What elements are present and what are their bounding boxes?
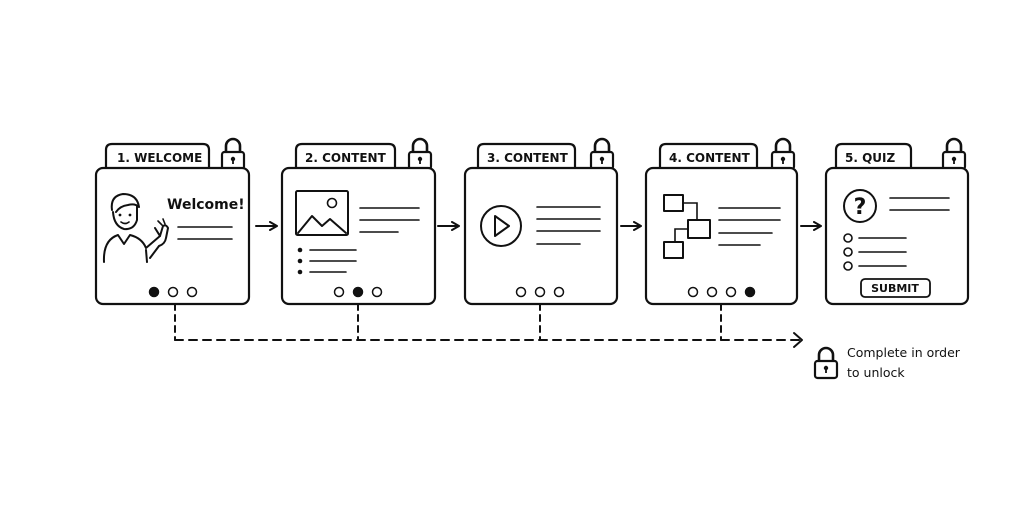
step-2-pagination <box>333 286 383 298</box>
note-line-1: Complete in order <box>847 345 961 360</box>
step-3-card[interactable]: 3. CONTENT <box>463 137 619 306</box>
page-dot <box>167 286 179 298</box>
lock-icon <box>589 137 615 171</box>
lock-icon <box>813 346 839 380</box>
step-3-tab <box>476 142 577 168</box>
step-5-label: 5. QUIZ <box>845 151 895 165</box>
unlock-note: Complete in order to unlock <box>813 345 961 380</box>
step-5-panel <box>824 166 970 306</box>
step-2-label: 2. CONTENT <box>305 151 387 165</box>
progress-arrowhead <box>793 332 803 348</box>
page-dot <box>515 286 527 298</box>
lock-icon <box>220 137 246 171</box>
step-5-card[interactable]: 5. QUIZ ? SUBMIT <box>824 137 970 306</box>
radio-option[interactable] <box>843 247 853 257</box>
play-button-icon <box>480 205 522 247</box>
lock-icon <box>770 137 796 171</box>
step-2-panel <box>280 166 437 306</box>
page-dot <box>553 286 565 298</box>
step-1-card[interactable]: 1. WELCOME Welcome! <box>94 137 251 306</box>
quiz-options <box>843 233 907 271</box>
step-1-pagination <box>148 286 198 298</box>
radio-option[interactable] <box>843 233 853 243</box>
step-3-pagination <box>515 286 565 298</box>
step-1-tab <box>104 142 211 168</box>
step-5-tab <box>834 142 913 168</box>
step-1-panel <box>94 166 251 306</box>
step-1-label: 1. WELCOME <box>117 151 202 165</box>
step-1-heading: Welcome! <box>167 197 245 213</box>
step-4-label: 4. CONTENT <box>669 151 751 165</box>
waving-person-icon <box>102 193 169 263</box>
question-mark-icon: ? <box>843 189 877 223</box>
page-dot-active <box>148 286 160 298</box>
bullet-list <box>297 247 357 275</box>
page-dot-active <box>352 286 364 298</box>
lock-icon <box>941 137 967 171</box>
svg-text:?: ? <box>854 195 867 220</box>
lock-icon <box>407 137 433 171</box>
dashed-progress-line <box>174 303 803 348</box>
image-icon <box>295 190 349 236</box>
step-2-tab <box>294 142 397 168</box>
page-dot <box>371 286 383 298</box>
page-dot <box>534 286 546 298</box>
step-4-panel <box>644 166 799 306</box>
page-dot-active <box>744 286 756 298</box>
radio-option[interactable] <box>843 261 853 271</box>
step-2-card[interactable]: 2. CONTENT <box>280 137 437 306</box>
submit-button[interactable]: SUBMIT <box>860 278 931 298</box>
page-dot <box>725 286 737 298</box>
submit-button-label: SUBMIT <box>871 282 919 295</box>
note-line-2: to unlock <box>847 365 905 380</box>
page-dot <box>186 286 198 298</box>
step-4-tab <box>658 142 759 168</box>
step-4-pagination <box>687 286 756 298</box>
step-3-panel <box>463 166 619 306</box>
flowchart-icon <box>663 194 711 259</box>
step-3-label: 3. CONTENT <box>487 151 569 165</box>
page-dot <box>687 286 699 298</box>
page-dot <box>333 286 345 298</box>
step-4-card[interactable]: 4. CONTENT <box>644 137 799 306</box>
page-dot <box>706 286 718 298</box>
